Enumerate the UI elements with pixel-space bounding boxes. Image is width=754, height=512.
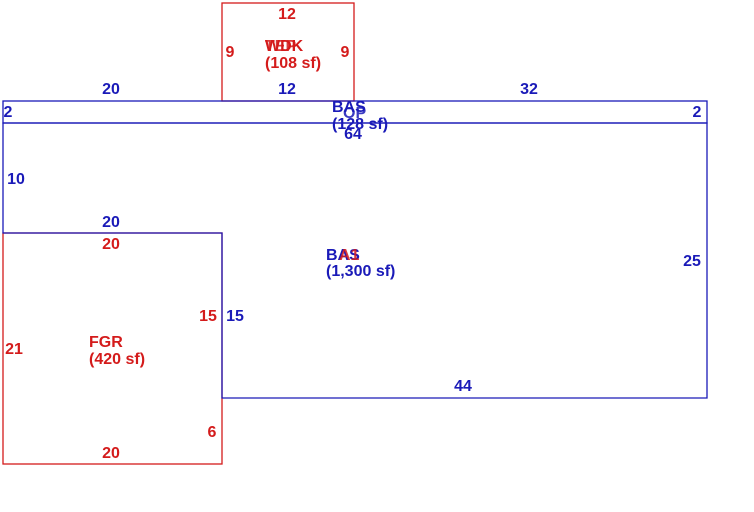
fgr-name: FGR [89, 334, 123, 351]
fgr-dim-top: 20 [102, 236, 120, 253]
bas-upper-dim-bottom: 64 [344, 126, 362, 143]
bas-main-area: (1,300 sf) [326, 263, 395, 280]
bas-upper-name-overlap: OP [343, 105, 366, 122]
fgr-area: (420 sf) [89, 351, 145, 368]
bas-upper-dim-top-left: 20 [102, 81, 120, 98]
wdk-dim-left: 9 [226, 44, 235, 61]
bas-upper-dim-top-right: 32 [520, 81, 538, 98]
fgr-dim-lower-right: 6 [208, 424, 217, 441]
bas-main-dim-right: 25 [683, 253, 701, 270]
bas-main-dim-inner: 15 [226, 308, 244, 325]
bas-main-name-overlap: A1 [339, 247, 360, 264]
bas-upper-area: (128 sf) [332, 116, 388, 133]
wdk-name-overlap: TEP [265, 38, 296, 55]
bas-upper-name: BAS [332, 99, 366, 116]
wdk-dim-top: 12 [278, 6, 296, 23]
wdk-dim-right: 9 [341, 44, 350, 61]
bas-main-dim-left: 10 [7, 171, 25, 188]
bas-main-dim-bottom: 44 [454, 378, 472, 395]
bas-upper-dim-left: 2 [4, 104, 13, 121]
bas-main-dim-step: 20 [102, 214, 120, 231]
bas-main-name: BAS [326, 247, 360, 264]
fgr-dim-left: 21 [5, 341, 23, 358]
bas-main-outline [2, 122, 708, 399]
wdk-area: (108 sf) [265, 55, 321, 72]
bas-upper-dim-right: 2 [693, 104, 702, 121]
wdk-dim-bottom: 12 [278, 81, 296, 98]
fgr-dim-right: 15 [199, 308, 217, 325]
fgr-dim-bottom: 20 [102, 445, 120, 462]
wdk-name: WDK [265, 38, 304, 55]
